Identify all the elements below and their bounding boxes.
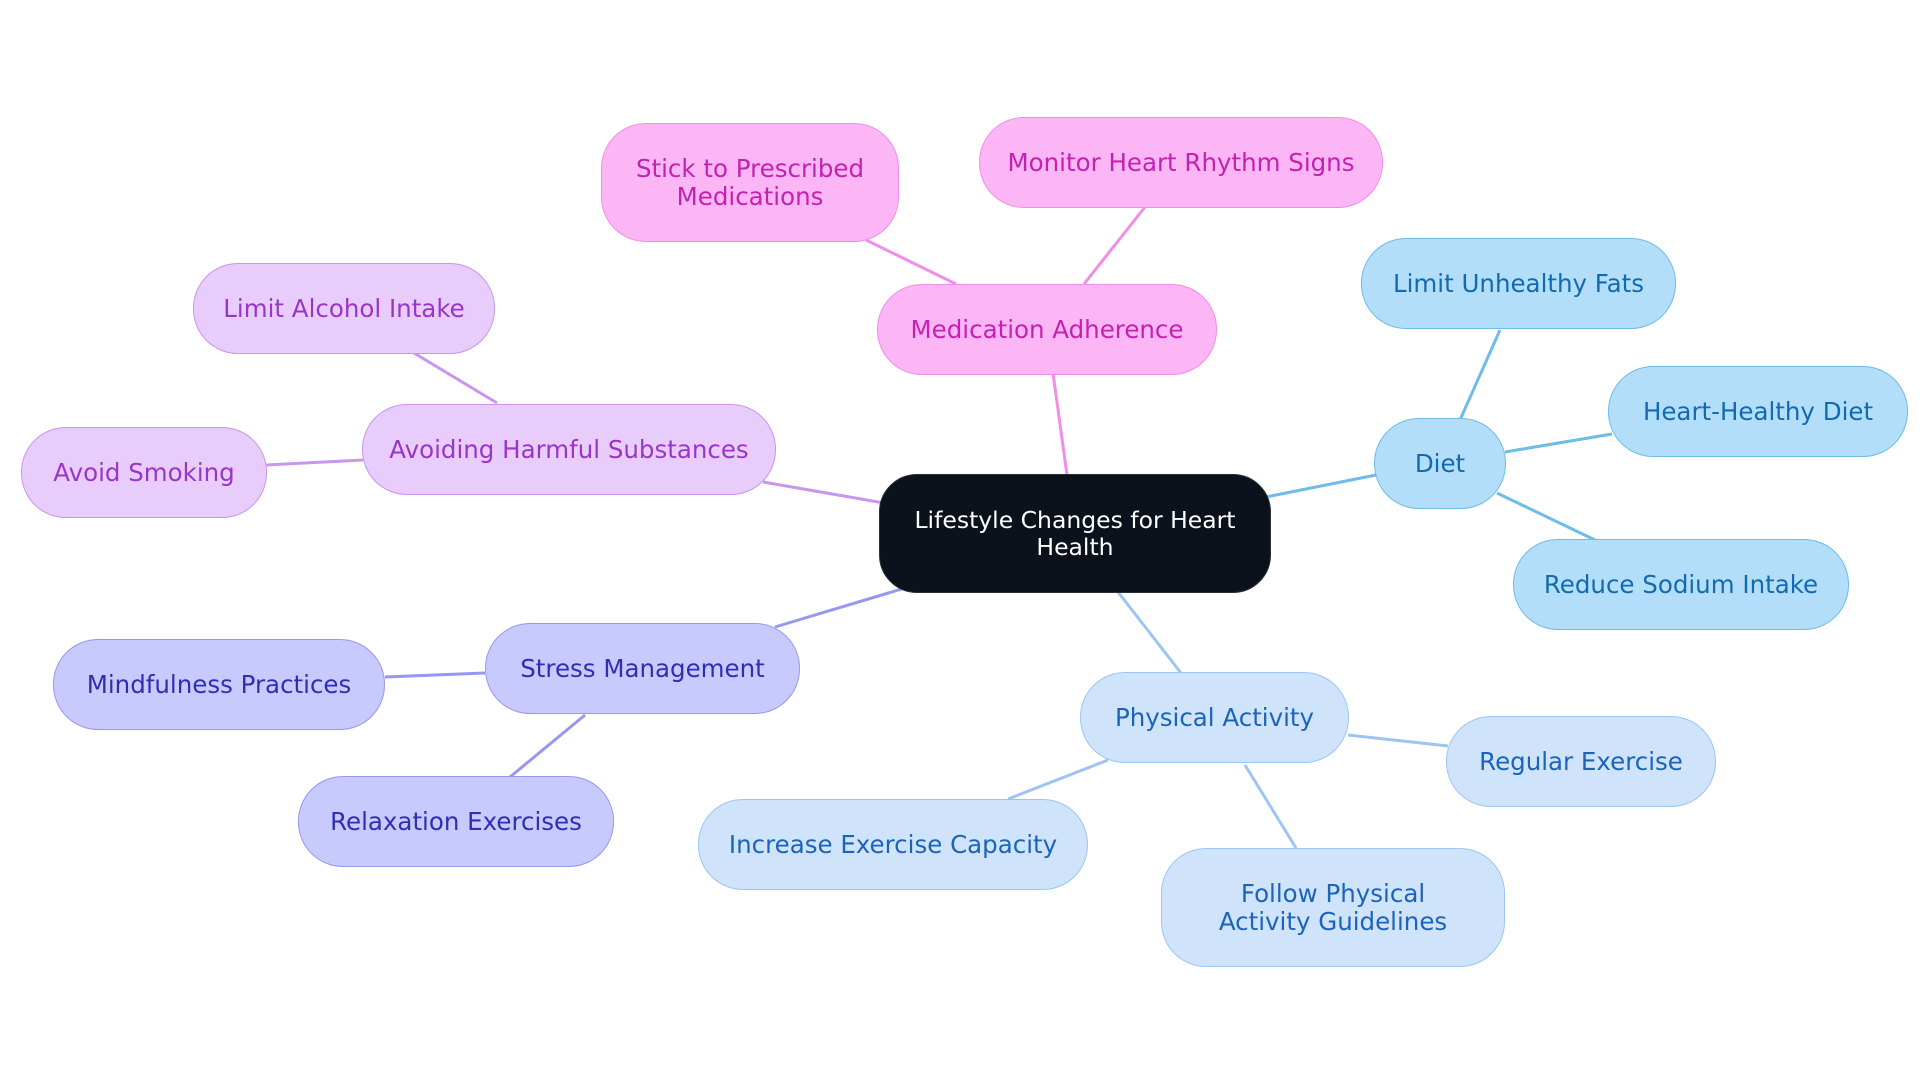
branch-stress-management[interactable]: Stress Management bbox=[485, 623, 800, 714]
edge-substances-smoking bbox=[265, 458, 364, 467]
leaf-heart-healthy-diet[interactable]: Heart-Healthy Diet bbox=[1608, 366, 1908, 457]
edge-physical-regular bbox=[1347, 733, 1449, 748]
leaf-stick-to-prescribed-medications[interactable]: Stick to Prescribed Medications bbox=[601, 123, 899, 242]
edge-medication-prescribed bbox=[865, 238, 957, 286]
branch-medication-adherence[interactable]: Medication Adherence bbox=[877, 284, 1217, 375]
edge-physical-guidelines bbox=[1243, 764, 1298, 849]
leaf-increase-exercise-capacity[interactable]: Increase Exercise Capacity bbox=[698, 799, 1088, 890]
edge-physical-capacity bbox=[1007, 758, 1109, 801]
leaf-avoid-smoking[interactable]: Avoid Smoking bbox=[21, 427, 267, 518]
leaf-follow-physical-activity-guidelines[interactable]: Follow Physical Activity Guidelines bbox=[1161, 848, 1505, 967]
edge-diet-sodium bbox=[1496, 491, 1596, 542]
edge-root-substances bbox=[762, 480, 885, 505]
edge-root-stress bbox=[774, 586, 906, 629]
branch-physical-activity[interactable]: Physical Activity bbox=[1080, 672, 1349, 763]
leaf-limit-unhealthy-fats[interactable]: Limit Unhealthy Fats bbox=[1361, 238, 1676, 329]
leaf-regular-exercise[interactable]: Regular Exercise bbox=[1446, 716, 1716, 807]
edge-medication-rhythm bbox=[1082, 206, 1147, 285]
leaf-monitor-heart-rhythm-signs[interactable]: Monitor Heart Rhythm Signs bbox=[979, 117, 1383, 208]
edge-diet-fats bbox=[1458, 329, 1502, 421]
leaf-reduce-sodium-intake[interactable]: Reduce Sodium Intake bbox=[1513, 539, 1849, 630]
leaf-mindfulness-practices[interactable]: Mindfulness Practices bbox=[53, 639, 385, 730]
edge-diet-heartdiet bbox=[1504, 432, 1613, 454]
leaf-limit-alcohol-intake[interactable]: Limit Alcohol Intake bbox=[193, 263, 495, 354]
leaf-relaxation-exercises[interactable]: Relaxation Exercises bbox=[298, 776, 614, 867]
root-label: Lifestyle Changes for Heart Health bbox=[914, 506, 1236, 561]
edge-root-diet bbox=[1265, 473, 1377, 499]
edge-stress-mindfulness bbox=[384, 671, 486, 679]
branch-diet[interactable]: Diet bbox=[1374, 418, 1506, 509]
edge-substances-alcohol bbox=[413, 351, 498, 405]
branch-avoiding-harmful-substances[interactable]: Avoiding Harmful Substances bbox=[362, 404, 776, 495]
edge-root-medication bbox=[1051, 372, 1069, 476]
root-node[interactable]: Lifestyle Changes for Heart Health bbox=[879, 474, 1271, 593]
edge-stress-relaxation bbox=[509, 713, 586, 779]
edge-root-physical bbox=[1116, 591, 1183, 674]
